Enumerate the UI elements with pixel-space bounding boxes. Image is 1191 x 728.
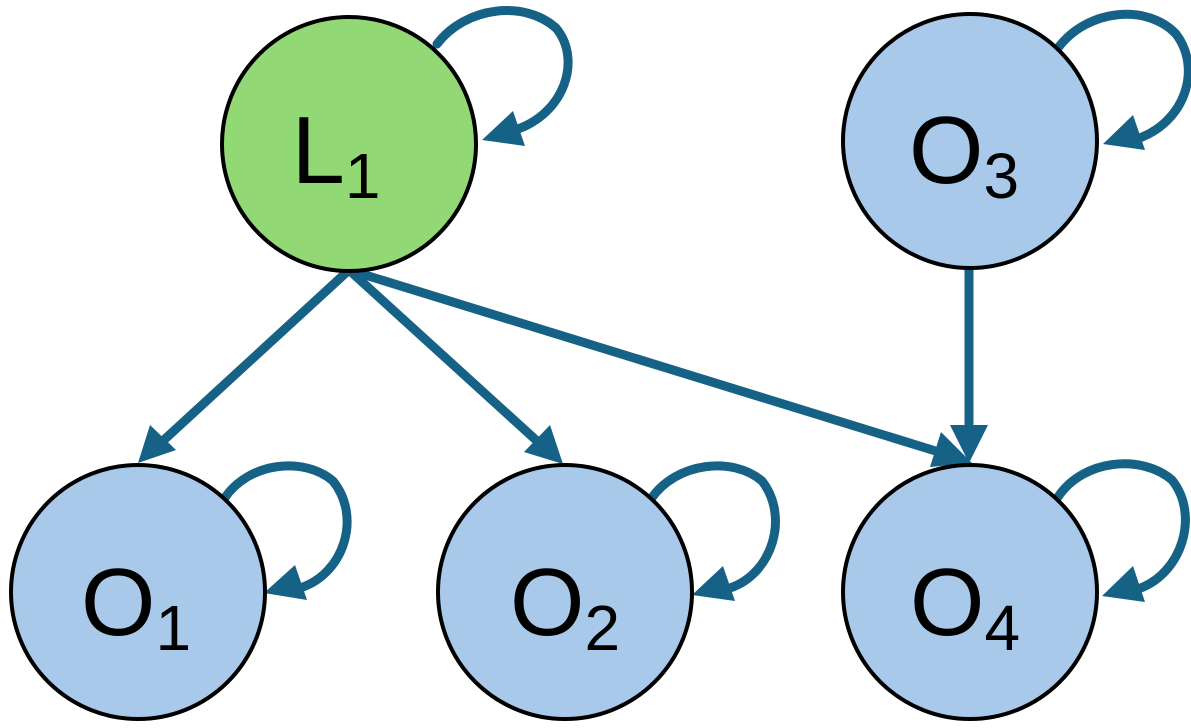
- edge-l1-to-o1: [148, 265, 354, 455]
- self-loop-group: [219, 6, 1191, 602]
- node-o3-main: O: [909, 97, 984, 204]
- arrowhead-l1-to-o1: [138, 425, 176, 463]
- arrowhead-o3-to-o4: [950, 425, 988, 463]
- self-loop-o2: [646, 461, 780, 593]
- self-loop-arrowhead-o4: [1102, 566, 1145, 602]
- node-o4-main: O: [910, 549, 985, 656]
- self-loop-o3: [1053, 9, 1191, 144]
- node-o2-circle: [436, 463, 694, 721]
- node-o1-sub: 1: [156, 592, 192, 664]
- node-o4: O4: [841, 463, 1099, 721]
- node-l1-sub: 1: [345, 140, 381, 212]
- node-o3-circle: [841, 12, 1099, 270]
- arrowhead-l1-to-o2: [524, 425, 563, 464]
- node-o1: O1: [9, 463, 267, 721]
- node-o1-label: O1: [81, 549, 191, 664]
- node-o4-label: O4: [910, 549, 1020, 664]
- self-loop-arrowhead-o3: [1103, 115, 1145, 150]
- node-o2-label: O2: [510, 549, 620, 664]
- node-o1-circle: [9, 463, 267, 721]
- node-o3-label: O3: [909, 97, 1019, 212]
- arrowhead-l1-to-o4: [930, 432, 972, 467]
- self-loop-l1: [432, 6, 573, 135]
- node-o2-main: O: [510, 549, 585, 656]
- node-l1: L1: [220, 15, 478, 273]
- edge-l1-to-o2: [344, 265, 553, 456]
- self-loop-arrowhead-o2: [692, 566, 735, 601]
- edge-group: [138, 263, 988, 467]
- node-o4-circle: [841, 463, 1099, 721]
- node-o3: O3: [841, 12, 1099, 270]
- self-loop-o4: [1053, 459, 1190, 594]
- edge-l1-to-o4: [344, 265, 960, 462]
- node-l1-circle: [220, 15, 478, 273]
- node-o2: O2: [436, 463, 694, 721]
- node-o3-sub: 3: [984, 140, 1020, 212]
- self-loop-arrowhead-l1: [482, 111, 525, 146]
- node-l1-main: L: [292, 97, 345, 204]
- node-o4-sub: 4: [985, 592, 1021, 664]
- node-l1-label: L1: [292, 97, 381, 212]
- node-o1-main: O: [81, 549, 156, 656]
- node-o2-sub: 2: [585, 592, 621, 664]
- self-loop-o1: [219, 461, 352, 593]
- self-loop-arrowhead-o1: [264, 565, 307, 600]
